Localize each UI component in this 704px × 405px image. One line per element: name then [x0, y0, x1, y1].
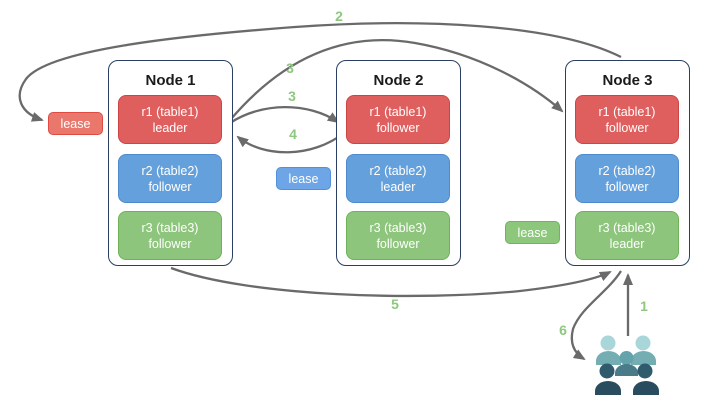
replica-name: r2 (table2): [598, 163, 656, 178]
replica-role: follower: [376, 120, 420, 135]
step-label-4: 4: [289, 126, 297, 142]
arrow-step-2-gateway-to-leaseholder: [18, 22, 622, 122]
arrow-step-3-leader-to-node2: [229, 106, 340, 124]
node-1-replica-r3: r3 (table3) follower: [118, 211, 222, 260]
node-3: Node 3 r1 (table1) follower r2 (table2) …: [565, 60, 690, 266]
node-2-replica-r2: r2 (table2) leader: [346, 154, 450, 203]
step-label-3a: 3: [286, 60, 294, 76]
node-1-title: Node 1: [145, 72, 196, 89]
replica-role: follower: [376, 236, 420, 251]
replica-role: follower: [148, 236, 192, 251]
replica-name: r2 (table2): [141, 163, 199, 178]
replica-role: follower: [605, 179, 649, 194]
node-3-title: Node 3: [602, 72, 653, 89]
node-2-replica-r1: r1 (table1) follower: [346, 95, 450, 144]
replica-name: r3 (table3): [141, 220, 199, 235]
node-3-replica-r1: r1 (table1) follower: [575, 95, 679, 144]
replica-role: follower: [148, 179, 192, 194]
arrow-step-3-leader-to-node3: [230, 39, 564, 120]
replica-name: r3 (table3): [598, 220, 656, 235]
replica-name: r3 (table3): [369, 220, 427, 235]
lease-badge-r1: lease: [48, 112, 103, 135]
replica-name: r1 (table1): [369, 104, 427, 119]
lease-badge-r3: lease: [505, 221, 560, 244]
arrow-step-5-response-to-gateway: [170, 266, 612, 298]
arrow-step-4-ack-to-leader: [236, 132, 345, 154]
step-label-6: 6: [559, 322, 567, 338]
node-2-replica-r3: r3 (table3) follower: [346, 211, 450, 260]
node-2: Node 2 r1 (table1) follower r2 (table2) …: [336, 60, 461, 266]
step-label-1: 1: [640, 298, 648, 314]
step-label-3b: 3: [288, 88, 296, 104]
lease-badge-r2: lease: [276, 167, 331, 190]
arrow-step-6-node3-to-users: [570, 270, 622, 361]
replica-name: r1 (table1): [598, 104, 656, 119]
node-1: Node 1 r1 (table1) leader r2 (table2) fo…: [108, 60, 233, 266]
node-2-title: Node 2: [373, 72, 424, 89]
node-3-replica-r2: r2 (table2) follower: [575, 154, 679, 203]
replica-name: r1 (table1): [141, 104, 199, 119]
step-label-5: 5: [391, 296, 399, 312]
node-3-replica-r3: r3 (table3) leader: [575, 211, 679, 260]
step-label-2: 2: [335, 8, 343, 24]
node-1-replica-r1: r1 (table1) leader: [118, 95, 222, 144]
replica-role: follower: [605, 120, 649, 135]
replica-name: r2 (table2): [369, 163, 427, 178]
users-group-icon: [595, 335, 659, 395]
replica-role: leader: [609, 236, 645, 251]
replica-role: leader: [152, 120, 188, 135]
node-1-replica-r2: r2 (table2) follower: [118, 154, 222, 203]
replica-role: leader: [380, 179, 416, 194]
